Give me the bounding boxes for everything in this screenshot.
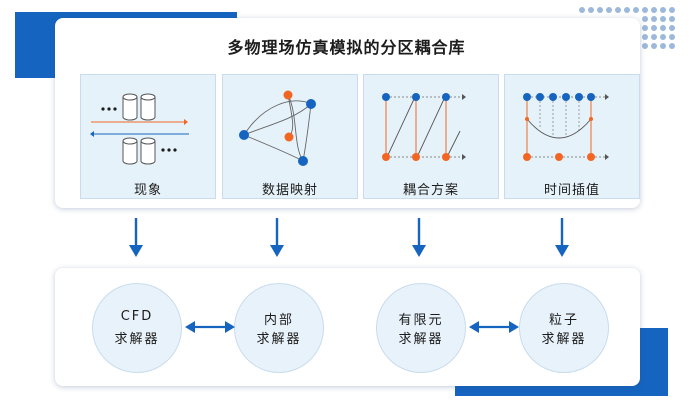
decor-dot <box>579 7 585 13</box>
decor-dot <box>624 7 630 13</box>
decor-dot <box>660 43 666 49</box>
decor-dot <box>606 7 612 13</box>
coupling-scheme-icon <box>382 93 466 161</box>
phenomenon-icon <box>90 93 189 165</box>
step-label: 现象 <box>133 183 162 198</box>
decor-dot <box>651 16 657 22</box>
decor-dot <box>642 43 648 49</box>
solver-particle: 粒子 求解器 <box>519 283 609 373</box>
decor-dot <box>633 7 639 13</box>
decor-dot <box>615 7 621 13</box>
time-interpolation-icon <box>523 93 609 161</box>
decor-dot <box>642 34 648 40</box>
decor-dot <box>660 7 666 13</box>
decor-dot <box>669 25 675 31</box>
solver-fem: 有限元 求解器 <box>376 283 466 373</box>
down-arrow-head <box>129 245 143 257</box>
decor-dot <box>651 34 657 40</box>
decor-dot <box>660 34 666 40</box>
solver-type: 求解器 <box>398 332 444 347</box>
double-arrow-head <box>469 321 479 333</box>
step-card-phenomenon: 现象 <box>80 74 216 199</box>
solver-type: 求解器 <box>114 332 160 347</box>
decor-dot <box>651 25 657 31</box>
decor-dot <box>642 16 648 22</box>
down-arrow-head <box>270 245 284 257</box>
step-card-data-mapping: 数据映射 <box>222 74 358 199</box>
step-card-time-interpolation: 时间插值 <box>504 74 640 199</box>
decor-dot <box>660 16 666 22</box>
solver-internal: 内部 求解器 <box>234 283 324 373</box>
decor-dot <box>642 7 648 13</box>
decor-dot <box>660 25 666 31</box>
solver-type: 求解器 <box>541 332 587 347</box>
double-arrow-head <box>185 321 195 333</box>
decor-dot <box>651 7 657 13</box>
decor-dot <box>669 16 675 22</box>
down-arrow-head <box>555 245 569 257</box>
solver-name: 粒子 <box>548 313 579 328</box>
solver-cfd: CFD 求解器 <box>92 283 182 373</box>
step-label: 时间插值 <box>543 183 600 198</box>
page-title: 多物理场仿真模拟的分区耦合库 <box>227 38 466 57</box>
solver-name: CFD <box>120 309 154 324</box>
solver-name: 内部 <box>263 313 294 328</box>
decor-dot <box>597 7 603 13</box>
decor-dot <box>669 43 675 49</box>
down-arrow-head <box>412 245 426 257</box>
decor-dot <box>669 7 675 13</box>
step-label: 耦合方案 <box>402 183 459 198</box>
data-mapping-icon <box>239 90 316 166</box>
decor-dot <box>669 34 675 40</box>
step-label: 数据映射 <box>261 183 318 198</box>
solver-type: 求解器 <box>256 332 302 347</box>
double-arrow-head <box>509 321 519 333</box>
decor-dot <box>651 43 657 49</box>
solver-name: 有限元 <box>398 313 444 328</box>
step-card-coupling-scheme: 耦合方案 <box>363 74 499 199</box>
decor-dot <box>642 25 648 31</box>
decor-dot <box>588 7 594 13</box>
double-arrow-head <box>225 321 235 333</box>
